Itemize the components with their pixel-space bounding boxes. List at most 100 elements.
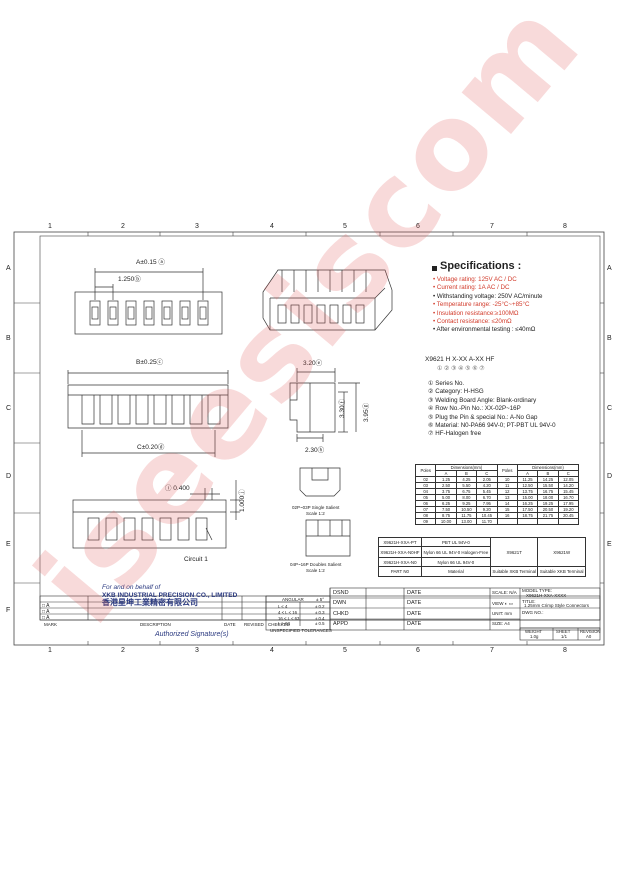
spec-item: • Current rating: 1A AC / DC [433, 284, 510, 292]
date-label: DATE [407, 590, 422, 596]
col-label-2: 2 [121, 223, 125, 230]
parts-table: X9621H-XXA-PT PBT UL 94V-0 X9621T X9621W… [378, 537, 586, 577]
rev-head-revised: REVISED [244, 622, 264, 627]
scale-label: SCALE: N/A [492, 590, 517, 595]
view2-scale: Scale 1:2 [306, 568, 325, 573]
spec-title: Specifications : [440, 260, 522, 272]
col-label-7-bottom: 7 [490, 647, 494, 654]
col-label-6-bottom: 6 [416, 647, 420, 654]
col-label-8-bottom: 8 [563, 647, 567, 654]
spec-item: • After environmental testing : ≤40mΩ [433, 326, 536, 334]
weight-label: WEIGHT [525, 629, 543, 634]
footer-part-no: PART N0 [378, 566, 422, 577]
dim-395: 3.95ⓖ [363, 402, 370, 422]
table-cell [557, 518, 580, 525]
material: PBT UL 94V-0 [420, 537, 491, 547]
row-label-a-right: A [607, 265, 612, 272]
dsnd-label: DSND [333, 590, 349, 596]
circuit-label: Circuit 1 [184, 556, 208, 563]
chkd-label: CHKD [333, 611, 349, 617]
dim-330: 3.30ⓕ [339, 398, 346, 418]
col-label-7: 7 [490, 223, 494, 230]
spec-item: • Insulation resistance:≥100MΩ [433, 309, 519, 317]
dwn-label: DWN [333, 600, 347, 606]
sheet-label: SHEET [556, 629, 571, 634]
view1-scale: Scale 1:2 [306, 511, 325, 516]
size-label: SIZE: A4 [492, 621, 510, 626]
revision-label: REVISION [580, 629, 601, 634]
dimension-table: Poles Dimensions(mm) Poles Dimensions(mm… [414, 464, 580, 525]
date-label: DATE [407, 621, 422, 627]
terminal-2: X9621W [537, 537, 586, 567]
row-label-e: E [6, 541, 11, 548]
table-cell: 09 [414, 518, 437, 525]
dim-pitch: 1.250ⓑ [118, 276, 141, 283]
legend-item: ⑤ Plug the Pin & special No.: A-No Gap [428, 413, 538, 421]
col-label-3-bottom: 3 [195, 647, 199, 654]
table-cell: 13.00 [455, 518, 478, 525]
tolerances-label: UNSPECIFIED TOLERANCES [270, 628, 332, 633]
footer-material: Material [420, 566, 491, 577]
col-label-3: 3 [195, 223, 199, 230]
row-label-b: B [6, 335, 11, 342]
dim-head-poles: Poles [414, 464, 437, 477]
view-label: VIEW ◐ ▭ [492, 601, 513, 606]
spec-item: • Voltage rating: 125V AC / DC [433, 276, 517, 283]
model-type: X9621H-XXA-XXXX [526, 593, 567, 598]
dim-c: C±0.20ⓓ [137, 444, 165, 451]
title-label: TITLE: [522, 599, 536, 604]
sheet-value: 1/1 [561, 634, 567, 639]
date-label: DATE [407, 611, 422, 617]
dim-a: A±0.15 ⓐ [136, 259, 165, 266]
legend-item: ③ Welding Board Angle: Blank-ordinary [428, 396, 537, 404]
dim-320: 3.20ⓔ [303, 360, 323, 367]
part-no: X9621H-XXA-N0HF [378, 546, 422, 558]
unit-label: UNIT: mm [492, 611, 512, 616]
table-cell: 10.00 [435, 518, 457, 525]
col-label-6: 6 [416, 223, 420, 230]
tol-value: ± 0.2 [315, 604, 325, 609]
material: Nylon 66 UL 94V-0 Halogen-Free [420, 546, 491, 558]
dim-b: B±0.25ⓒ [136, 359, 164, 366]
col-label-2-bottom: 2 [121, 647, 125, 654]
date-label: DATE [407, 600, 422, 606]
col-label-8: 8 [563, 223, 567, 230]
part-code-markers: ① ② ③ ④ ⑤ ⑥ ⑦ [437, 366, 485, 372]
part-code: X9621 H X-XX A-XX HF [425, 356, 495, 363]
appd-label: APPD [333, 621, 348, 627]
rev-mark: □ A [42, 603, 50, 609]
tol-range: 4 < L ≤ 16 [278, 610, 298, 615]
table-cell: 11.70 [476, 518, 498, 525]
dim-0400: ⓘ 0.400 [165, 485, 190, 492]
dim-1000: 1.000ⓙ [239, 489, 246, 512]
tol-value: ± 0.5 [315, 621, 325, 626]
tol-value: ± 0.3 [315, 610, 325, 615]
part-no: X9621H-XXA-PT [378, 537, 422, 547]
part-code-legend: ① Series No. ② Category: H-HSG ③ Welding… [428, 380, 556, 439]
rev-head-checked: CHECKED [268, 622, 291, 627]
material: Nylon 66 UL 94V-0 [420, 557, 491, 567]
tol-range: L ≤ 4 [278, 604, 288, 609]
row-label-d-right: D [607, 473, 613, 480]
view2-label: 04P~16P Doubles Salient [290, 562, 342, 567]
rev-mark: □ A [42, 609, 50, 615]
col-label-4: 4 [270, 223, 274, 230]
legend-item: ② Category: H-HSG [428, 388, 484, 396]
dim-head-poles-r: Poles [496, 464, 518, 477]
tol-range: 16 < L ≤ 63 [278, 616, 300, 621]
legend-item: ① Series No. [428, 380, 465, 387]
rev-mark: □ A [42, 615, 50, 621]
col-label-5-bottom: 5 [343, 647, 347, 654]
table-cell [496, 518, 518, 525]
drawing-title: 1.25mm Crimp Style Connectors [524, 603, 590, 608]
part-no: X9621H-XXA-N0 [378, 557, 422, 567]
legend-item: ⑥ Material: N0-PA66 94V-0; PT-PBT UL 94V… [428, 422, 556, 430]
footer-terminal-2: Suitable XKB Terminal [537, 566, 586, 577]
view1-label: 02P~03P Single Salient [292, 505, 340, 510]
spec-list: • Voltage rating: 125V AC / DC • Current… [433, 276, 542, 335]
rev-head-mark: MARK [44, 622, 58, 627]
